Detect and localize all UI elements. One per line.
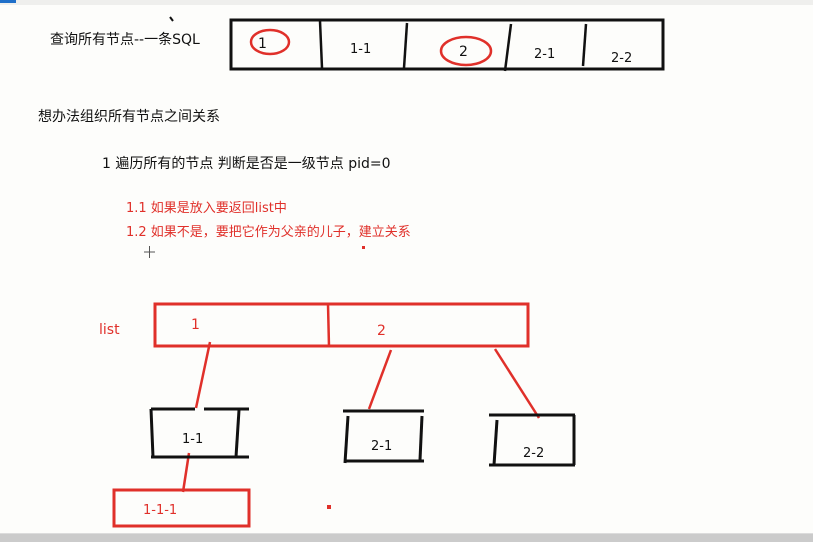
node-1-1: 1-1: [149, 407, 249, 459]
flat-cell-2-1: 2-1: [534, 47, 555, 62]
crosshair-cursor-icon: [144, 246, 155, 258]
bottom-scrollbar[interactable]: [0, 533, 813, 542]
circle-highlight-1: [249, 28, 291, 56]
top-toolbar-strip: [0, 0, 813, 5]
red-dot: [327, 505, 331, 509]
app-accent-tab[interactable]: [0, 0, 16, 3]
node-2-2: 2-2: [489, 413, 576, 467]
red-dot: [362, 246, 365, 249]
node-1-1-1: 1-1-1: [112, 488, 251, 528]
flat-node-row: 1 1-1 2 2-1 2-2: [229, 18, 665, 72]
edge-1-to-1-1: [194, 341, 212, 409]
edge-2-to-2-1: [367, 349, 393, 410]
flat-cell-2: 2: [459, 44, 468, 60]
node-2-1: 2-1: [343, 409, 424, 464]
svg-text:1-1: 1-1: [182, 432, 203, 447]
step-1-1: 1.1 如果是放入要返回list中: [126, 200, 287, 216]
header-note: 查询所有节点--一条SQL: [50, 31, 200, 48]
list-box: 1 2: [153, 302, 530, 348]
circle-highlight-2: [439, 35, 493, 67]
flat-cell-1-1: 1-1: [350, 42, 371, 57]
step-1-2: 1.2 如果不是，要把它作为父亲的儿子，建立关系: [126, 224, 411, 240]
list-item-1: 1: [191, 317, 200, 333]
edge-1-1-to-1-1-1: [181, 452, 191, 493]
step-1: 1 遍历所有的节点 判断是否是一级节点 pid=0: [102, 156, 391, 172]
svg-text:1-1-1: 1-1-1: [143, 503, 177, 518]
svg-text:2-2: 2-2: [523, 446, 544, 461]
flat-cell-1: 1: [258, 36, 267, 52]
flat-cell-2-2: 2-2: [611, 51, 632, 66]
list-label: list: [99, 322, 120, 338]
edge-2-to-2-2: [493, 348, 541, 419]
stray-mark: [169, 16, 174, 22]
svg-text:2-1: 2-1: [371, 439, 392, 454]
section-title: 想办法组织所有节点之间关系: [38, 109, 220, 125]
list-item-2: 2: [377, 323, 386, 339]
